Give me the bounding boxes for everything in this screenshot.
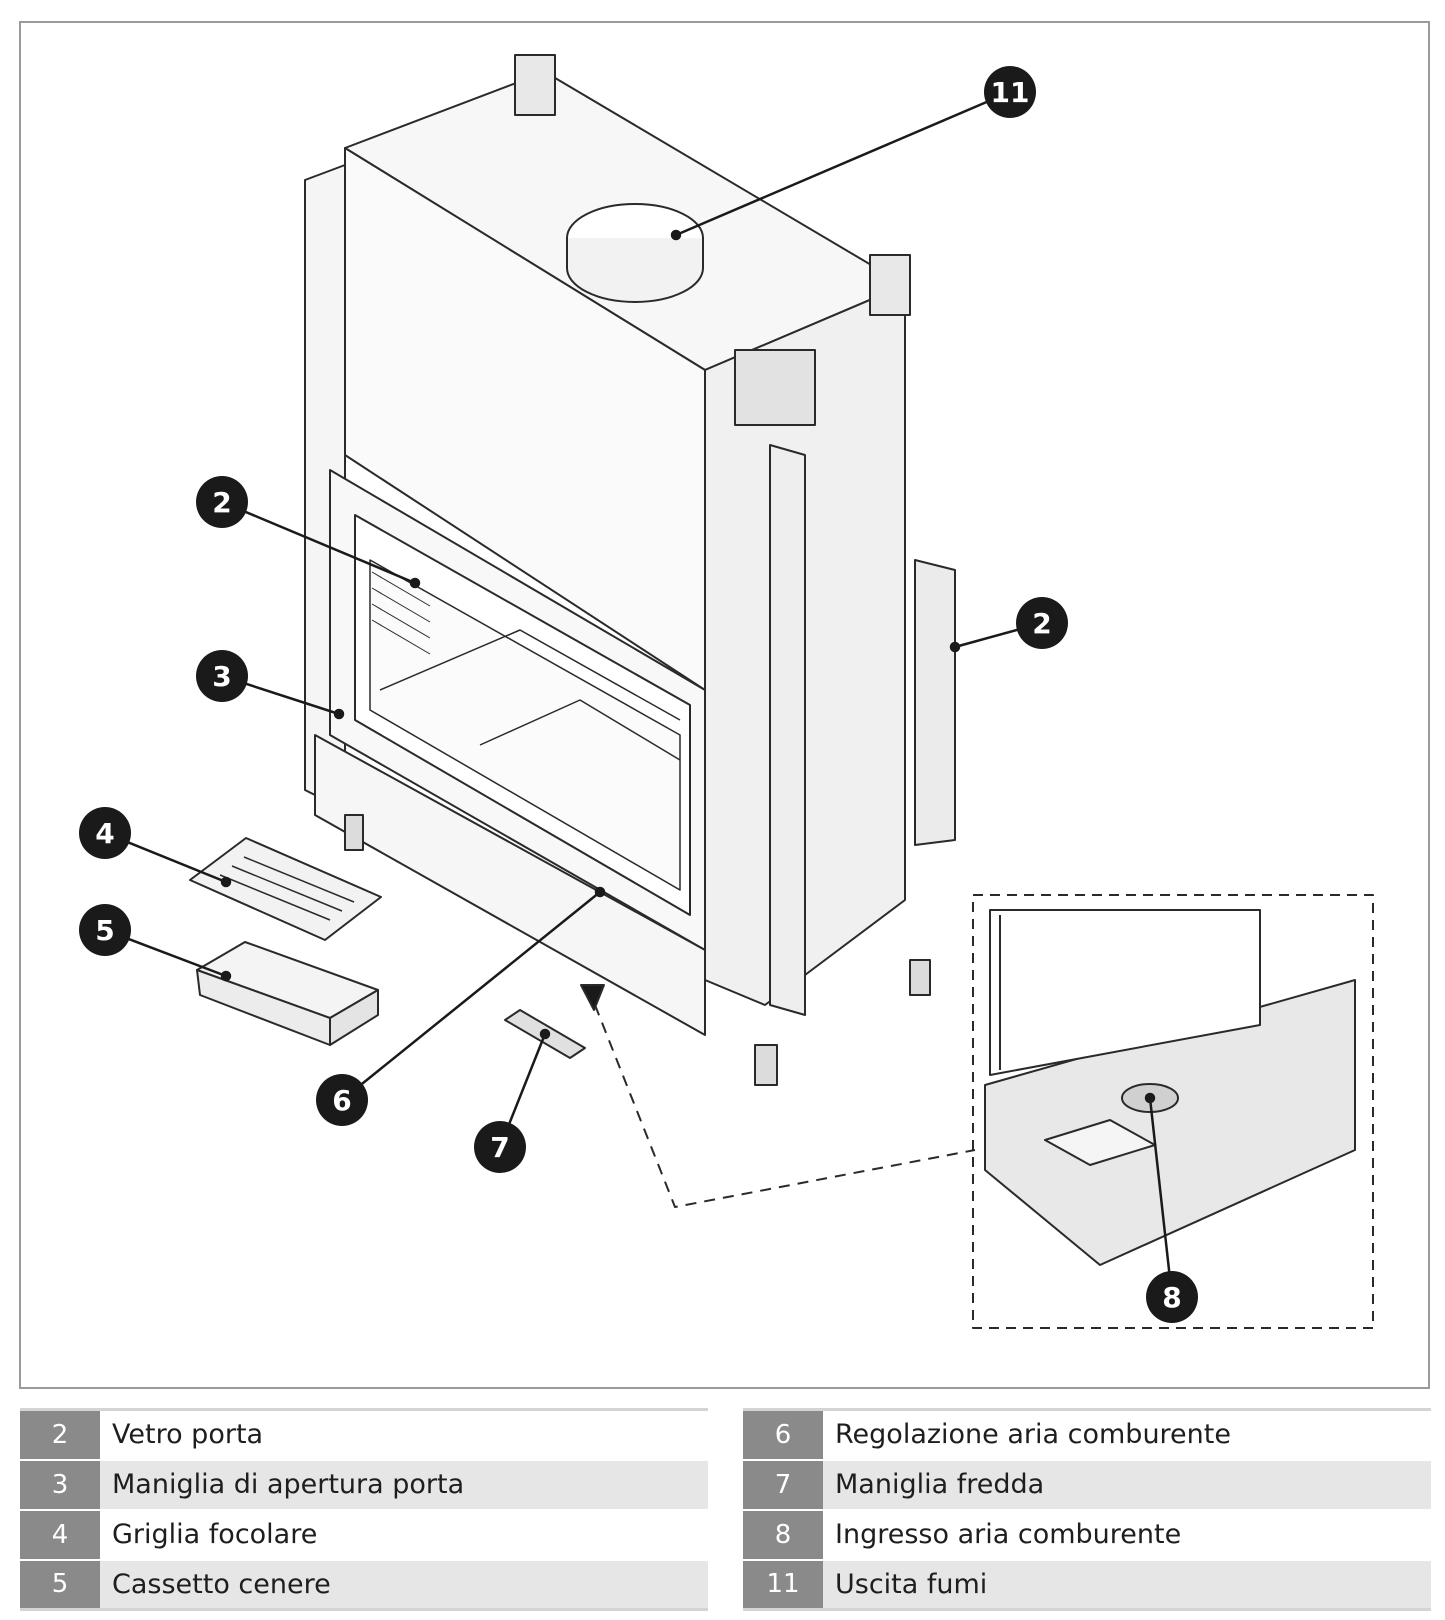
callout-7: 7 xyxy=(474,1121,526,1173)
legend-table-right: 6 Regolazione aria comburente 7 Maniglia… xyxy=(743,1408,1431,1611)
top-bracket-right xyxy=(869,254,911,316)
legend-table-left: 2 Vetro porta 3 Maniglia di apertura por… xyxy=(20,1408,708,1611)
inset-base-plate xyxy=(984,979,1356,1266)
leader-line-11 xyxy=(675,90,1011,237)
legend-number: 8 xyxy=(743,1508,823,1560)
callout-2-right: 2 xyxy=(1016,597,1068,649)
callout-2-left-label: 2 xyxy=(212,486,231,519)
callout-5-label: 5 xyxy=(95,914,114,947)
legend-name: Vetro porta xyxy=(100,1408,708,1460)
top-bracket-left xyxy=(514,54,556,116)
legend-number: 5 xyxy=(20,1558,100,1611)
callout-6: 6 xyxy=(316,1074,368,1126)
callout-2-left: 2 xyxy=(196,476,248,528)
legend-number: 4 xyxy=(20,1508,100,1560)
callout-11: 11 xyxy=(984,66,1036,118)
leader-line-2-left xyxy=(221,500,416,585)
callout-3-label: 3 xyxy=(212,660,231,693)
legend-number: 7 xyxy=(743,1458,823,1510)
callout-8: 8 xyxy=(1146,1271,1198,1323)
legend-number: 6 xyxy=(743,1408,823,1460)
legend-row: 8 Ingresso aria comburente xyxy=(743,1508,1431,1560)
callout-3: 3 xyxy=(196,650,248,702)
callout-8-label: 8 xyxy=(1162,1281,1181,1314)
control-box xyxy=(734,349,816,426)
callout-4-label: 4 xyxy=(95,817,114,850)
legend-row: 5 Cassetto cenere xyxy=(20,1558,708,1611)
callout-4: 4 xyxy=(79,807,131,859)
callout-7-label: 7 xyxy=(490,1131,509,1164)
leader-line-6 xyxy=(341,891,601,1101)
legend-number: 2 xyxy=(20,1408,100,1460)
fireplace-right-pilaster xyxy=(769,444,806,1016)
fireplace-base xyxy=(314,734,706,1036)
legend-row: 7 Maniglia fredda xyxy=(743,1458,1431,1510)
legend-name: Uscita fumi xyxy=(823,1558,1431,1611)
callout-5: 5 xyxy=(79,904,131,956)
callout-11-label: 11 xyxy=(991,76,1030,109)
legend-row: 4 Griglia focolare xyxy=(20,1508,708,1560)
callout-6-label: 6 xyxy=(332,1084,351,1117)
callout-2-right-label: 2 xyxy=(1032,607,1051,640)
legend-number: 3 xyxy=(20,1458,100,1510)
legend-name: Maniglia di apertura porta xyxy=(100,1458,708,1510)
leader-line-8 xyxy=(1148,1097,1174,1298)
legend-name: Griglia focolare xyxy=(100,1508,708,1560)
inset-link-line xyxy=(594,1004,976,1208)
fireplace-diagram: 2 2 3 4 5 6 7 8 11 xyxy=(79,54,1374,1329)
legend-number: 11 xyxy=(743,1558,823,1611)
legend-name: Cassetto cenere xyxy=(100,1558,708,1611)
legend-row: 2 Vetro porta xyxy=(20,1408,708,1460)
legend-name: Ingresso aria comburente xyxy=(823,1508,1431,1560)
legend-name: Regolazione aria comburente xyxy=(823,1408,1431,1460)
legend-name: Maniglia fredda xyxy=(823,1458,1431,1510)
legend-row: 6 Regolazione aria comburente xyxy=(743,1408,1431,1460)
legend-row: 3 Maniglia di apertura porta xyxy=(20,1458,708,1510)
side-glass-panel xyxy=(914,559,956,846)
fire-grate xyxy=(189,837,382,941)
legend-row: 11 Uscita fumi xyxy=(743,1558,1431,1611)
